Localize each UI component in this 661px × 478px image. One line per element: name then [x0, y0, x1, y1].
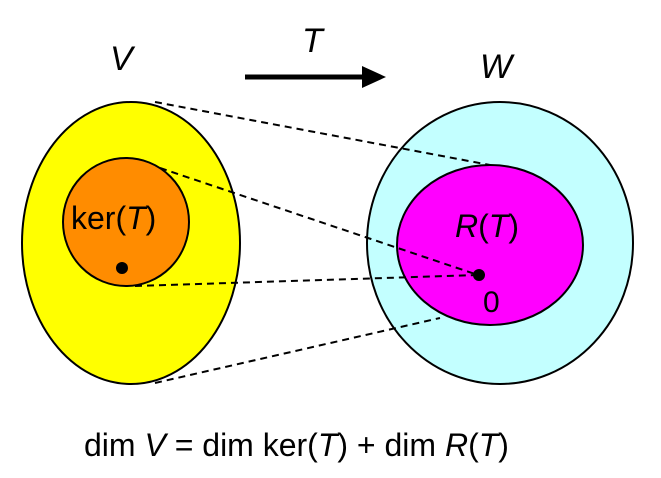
mapping-line-top-kernel	[159, 167, 479, 276]
kernel-circle	[62, 157, 190, 287]
kernel-point	[116, 262, 128, 274]
zero-label: 0	[483, 286, 500, 319]
mapping-line-bottom-outer	[154, 317, 441, 384]
codomain-label: W	[480, 48, 515, 86]
domain-label: V	[110, 40, 136, 78]
mapping-line-top-outer	[154, 101, 491, 166]
map-arrow-head	[362, 66, 386, 88]
mapping-line-bottom-kernel	[134, 274, 479, 287]
map-label: T	[302, 22, 325, 60]
zero-point	[473, 269, 485, 281]
kernel-label: ker(T)	[71, 200, 156, 236]
range-label: R(T)	[455, 208, 519, 244]
rank-nullity-formula: dim V = dim ker(T) + dim R(T)	[84, 427, 509, 463]
